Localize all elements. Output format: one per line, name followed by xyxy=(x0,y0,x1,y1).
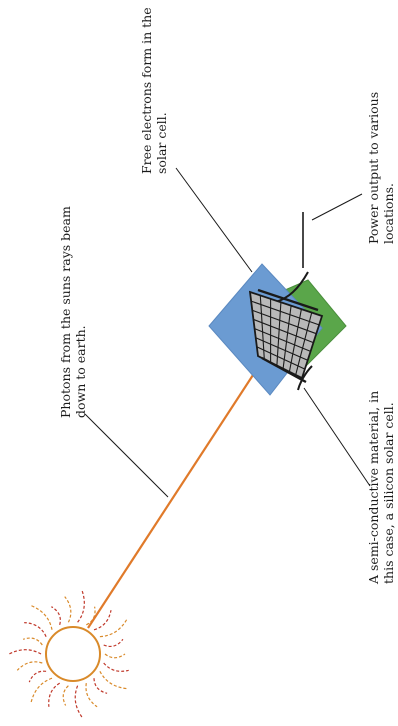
sun-ray xyxy=(77,590,85,623)
power-output-label-line-1: Power output to various xyxy=(366,92,381,244)
sun-rays xyxy=(8,590,129,718)
sun-ray xyxy=(62,685,69,706)
sun-icon xyxy=(8,590,129,718)
photons-label-line-2: down to earth. xyxy=(73,325,88,418)
power-output-label-line-2: locations. xyxy=(381,183,396,244)
grid-line xyxy=(250,300,320,326)
free-electrons-leader xyxy=(175,167,253,273)
photons-label: Photons from the suns rays beam down to … xyxy=(58,206,88,418)
solar-cell-icon xyxy=(208,212,347,396)
grid-line xyxy=(259,295,265,360)
semi-conductive-label: A semi-conductive material, in this case… xyxy=(366,391,396,585)
photons-leader xyxy=(84,413,169,498)
sun-ray xyxy=(74,685,83,718)
sun-disc xyxy=(45,626,101,682)
grid-line xyxy=(254,328,311,352)
sun-ray xyxy=(24,622,47,637)
grid-frame-bottom xyxy=(261,356,307,384)
sun-ray xyxy=(8,649,42,655)
sun-ray xyxy=(103,638,124,647)
sun-ray xyxy=(30,677,53,703)
grid-lines xyxy=(250,295,320,376)
sun-ray xyxy=(93,678,108,694)
grid-line xyxy=(276,302,282,366)
photons-label-line-1: Photons from the suns rays beam xyxy=(58,206,73,418)
grid-line xyxy=(253,318,314,344)
photon-beam xyxy=(87,351,269,629)
sun-ray xyxy=(103,662,129,672)
power-output-label: Power output to various locations. xyxy=(366,92,396,244)
sun-ray xyxy=(22,637,43,646)
semi-conductive-label-line-1: A semi-conductive material, in xyxy=(366,391,381,585)
free-electrons-label: Free electrons form in the solar cell. xyxy=(139,7,169,174)
sun-ray xyxy=(93,610,112,631)
sun-ray xyxy=(104,653,126,659)
grid-line xyxy=(252,309,317,335)
silicon-grid xyxy=(248,290,324,380)
sun-ray xyxy=(85,683,98,708)
grid-line xyxy=(282,305,292,369)
grid-frame-top xyxy=(257,288,319,312)
semi-conductive-label-line-2: this case, a silicon solar cell. xyxy=(381,402,396,584)
sun-ray xyxy=(28,670,47,683)
sun-ray xyxy=(30,605,53,630)
power-output-leader xyxy=(311,193,363,221)
sun-ray xyxy=(51,606,61,626)
free-electrons-label-line-1: Free electrons form in the xyxy=(139,7,154,174)
sun-ray xyxy=(99,619,128,638)
grid-line xyxy=(288,308,302,372)
sun-ray xyxy=(64,596,72,623)
sun-ray xyxy=(99,671,127,690)
sun-ray xyxy=(48,682,61,707)
grid-line xyxy=(295,312,313,376)
free-electrons-label-line-2: solar cell. xyxy=(154,112,169,174)
grid-line xyxy=(255,337,308,361)
sun-ray xyxy=(16,661,43,671)
wire-bottom xyxy=(297,365,313,391)
grid-line xyxy=(256,346,306,370)
semi-conductive-leader xyxy=(303,387,371,487)
